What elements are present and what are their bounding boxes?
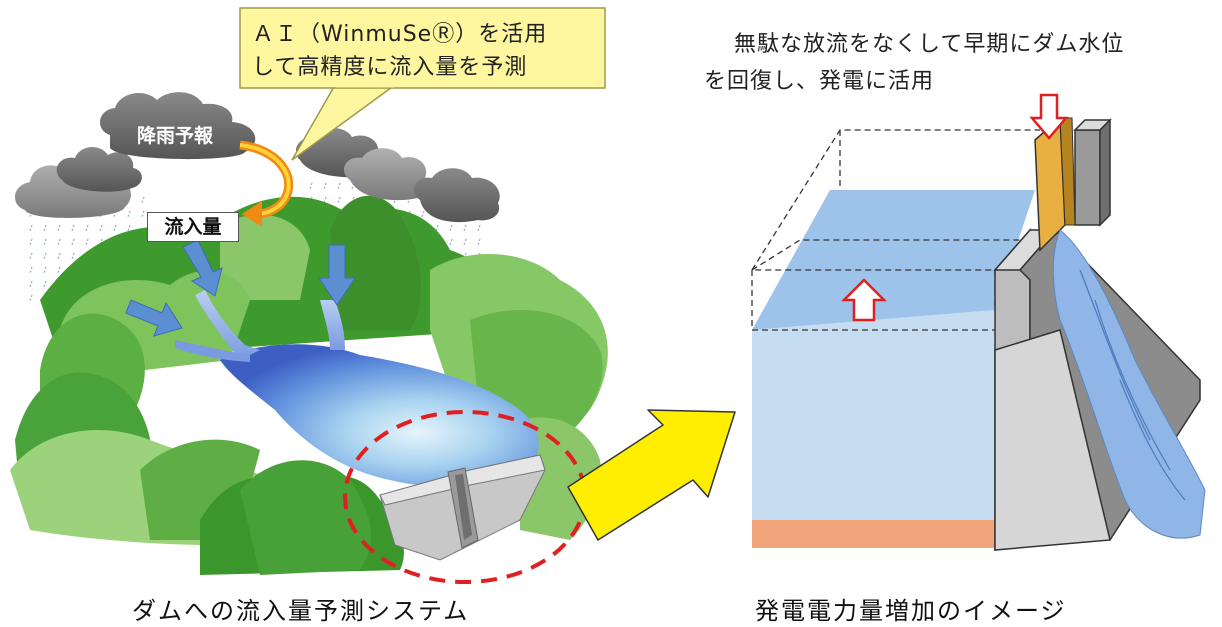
inflow-streams [175, 290, 345, 362]
left-caption: ダムへの流入量予測システム [132, 597, 470, 625]
transition-arrow-icon [567, 409, 736, 541]
note-line-1: 無駄な放流をなくして早期にダム水位 [734, 32, 1125, 57]
callout-line-1: ＡＩ（WinmuSeⓇ）を活用 [252, 22, 548, 47]
callout-box [239, 7, 606, 89]
rain-forecast-label: 降雨予報 [136, 125, 213, 147]
ai-callout: ＡＩ（WinmuSeⓇ）を活用 して高精度に流入量を予測 [252, 18, 592, 84]
inflow-label: 流入量 [147, 212, 239, 242]
note-line-2: を回復し、発電に活用 [704, 69, 935, 94]
cloud-icon [14, 92, 500, 223]
down-arrow-icon [1029, 93, 1069, 140]
callout-line-2: して高精度に流入量を予測 [252, 55, 528, 80]
inflow-arrow-icon [125, 239, 356, 337]
dam-structure [379, 454, 546, 561]
dam-cross-section [749, 116, 1206, 552]
reservoir-lake [220, 344, 539, 487]
right-caption: 発電電力量増加のイメージ [755, 597, 1067, 625]
up-arrow-icon [840, 278, 888, 322]
dam-level-note: 無駄な放流をなくして早期にダム水位 を回復し、発電に活用 [704, 26, 1222, 100]
curved-forecast-arrow-icon [239, 140, 294, 227]
